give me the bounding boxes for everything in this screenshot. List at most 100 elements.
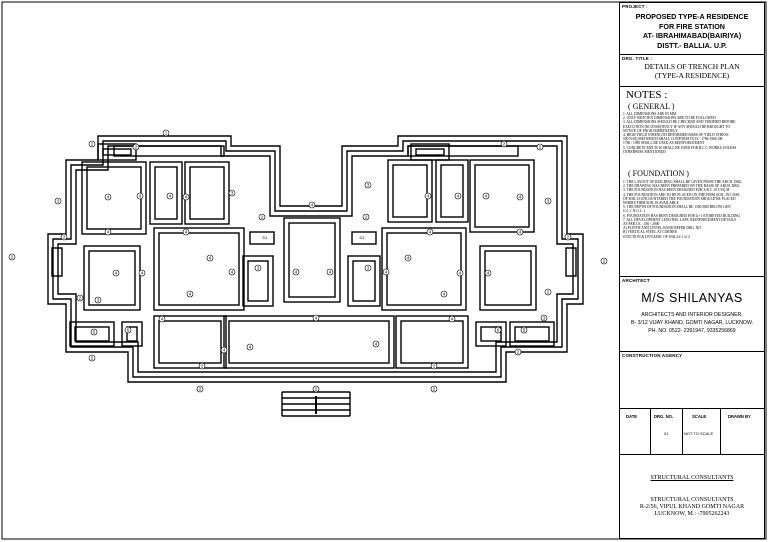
svg-text:4: 4 [295,270,298,275]
construction-agency-box: CONSTRUCTION AGENCY [620,352,764,409]
footing-mark: 4 [206,254,214,262]
room-trench [83,245,141,311]
drg-title-line: DETAILS OF TRENCH PLAN [644,62,740,71]
svg-text:2: 2 [315,387,318,392]
foundation-note: 5. THE DEPTH OF FOUNDATION SHALL BE 1500… [623,205,731,210]
room-trench [153,227,245,311]
drawn-by-header: DRAWN BY [728,414,751,419]
outer-trench-line [57,145,574,373]
room-trench [509,321,555,347]
footing-mark: 4 [426,228,434,236]
footing-mark: 4 [372,340,380,348]
architect-box: ARCHITECT M/S SHILANYAS ARCHITECTS AND I… [620,277,764,352]
svg-text:4: 4 [443,292,446,297]
footing-mark: 3 [228,189,236,197]
scale-value: NOT TO SCALE [684,431,714,436]
svg-text:2: 2 [201,364,204,369]
foundation-note: 7. ALL DEVELOPMENT LENGTHS, LAPS, REINFO… [623,217,736,222]
room-trench [242,255,274,307]
general-note: 4. HIGH YIELD STRENGTH DEFORMED BARS OF … [623,133,729,138]
footing-mark: 3 [544,197,552,205]
footing-mark: 4 [228,268,236,276]
room-trench [347,255,381,307]
section-tag: D1 [262,235,268,240]
room-trench [184,161,230,225]
room-trench-inner [392,164,428,218]
room-trench [469,159,535,233]
footing-mark: 2 [88,354,96,362]
project-line: AT- IBRAHIMABAD(BAIRIYA) [642,31,742,40]
foundation-note: A) PLINTH AND LINTEL BAND REFER DRG. NO [623,226,701,231]
drawing-title-box: DRG. TITLE : DETAILS OF TRENCH PLAN (TYP… [620,55,764,87]
foundation-note: AS PER I.S. : 456 - 2000 [623,222,660,227]
room-trench [223,315,395,369]
consultant-line: LUCKNOW, M.: -7905262243 [654,511,730,517]
room-trench-inner [440,164,464,218]
foundation-note: B) VERTICAL STEEL AT CORNER [623,230,677,235]
footing-mark: 4 [312,314,320,322]
svg-text:4: 4 [519,230,522,235]
footing-mark: 4 [182,228,190,236]
footing-mark: 6 [124,326,132,334]
svg-text:2: 2 [603,259,606,264]
svg-text:2: 2 [11,255,14,260]
drg-no-value: 01 [664,431,669,436]
svg-text:3: 3 [543,316,546,321]
room-trench [283,217,341,303]
footing-mark: 3 [94,296,102,304]
svg-text:4: 4 [459,271,462,276]
room-trench-inner [484,250,532,306]
room-trench-inner [126,326,138,342]
svg-text:6: 6 [127,328,130,333]
svg-text:2: 2 [91,142,94,147]
general-heading: ( GENERAL ) [628,102,675,111]
svg-text:5: 5 [523,328,526,333]
room-trench [51,247,63,277]
footing-mark: 4 [454,192,462,200]
footing-mark: 2 [430,385,438,393]
drg-title-label: DRG. TITLE : [622,56,653,61]
footing-mark: 4 [186,290,194,298]
foundation-note: 6. FOUNDATION HAS BEEN DESIGNED FOR G+1 … [623,213,741,218]
room-trench-inner [386,232,462,306]
svg-text:3: 3 [257,266,260,271]
svg-text:4: 4 [139,194,142,199]
foundation-heading: ( FOUNDATION ) [628,169,689,178]
svg-text:3: 3 [57,199,60,204]
architect-name: M/S SHILANYAS [641,291,743,305]
room-trench [435,159,469,223]
room-trench-inner [474,164,530,228]
footing-mark: 4 [424,192,432,200]
consultant-line: STRUCTURAL CONSULTANTS [650,497,734,503]
svg-text:3: 3 [367,183,370,188]
footing-mark: 2 [536,143,544,151]
svg-text:3: 3 [547,199,550,204]
svg-text:2: 2 [567,235,570,240]
svg-text:2: 2 [261,215,264,220]
svg-text:4: 4 [115,271,118,276]
svg-text:4: 4 [407,256,410,261]
room-trench-inner [158,232,240,306]
svg-text:3: 3 [367,266,370,271]
footing-mark: 4 [382,268,390,276]
svg-text:4: 4 [231,270,234,275]
section-tag: D1 [359,235,365,240]
svg-text:4: 4 [141,271,144,276]
room-trench-inner [247,260,269,302]
svg-text:2: 2 [503,142,506,147]
footing-mark: 4 [484,269,492,277]
room-trench-inner [88,250,136,306]
footing-mark: 4 [158,315,166,323]
general-note: 5. CONCRETE MIX M 20 SHALL BE USED FOR R… [623,145,737,150]
footing-mark: 4 [104,228,112,236]
footing-mark: 2 [430,362,438,370]
footing-mark: 4 [516,193,524,201]
footing-mark: 4 [456,269,464,277]
consultant-line: R-2/56, VIPUL KHAND GOMTI NAGAR [639,504,745,510]
foundation-note: 4. THE FOUNDATION ARE TO BE PLACED ON TH… [623,192,740,197]
footing-mark: 4 [182,193,190,201]
svg-text:4: 4 [375,342,378,347]
